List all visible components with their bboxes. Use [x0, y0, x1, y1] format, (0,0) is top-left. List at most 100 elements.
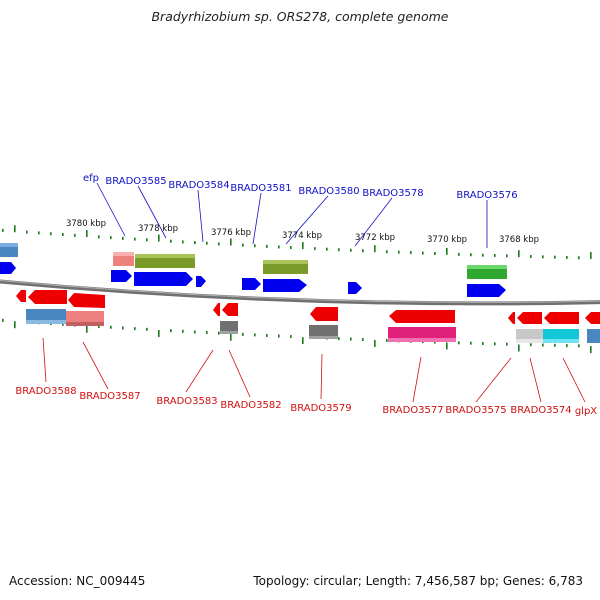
minor-tick: [122, 236, 124, 240]
minor-tick: [458, 341, 460, 345]
gene-label-brado3588: BRADO3588: [15, 386, 76, 397]
minor-tick: [182, 240, 184, 244]
minor-tick: [470, 341, 472, 345]
minor-tick: [2, 318, 4, 322]
minor-tick: [98, 235, 100, 239]
minor-tick: [170, 239, 172, 243]
minor-tick: [542, 255, 544, 259]
minor-tick: [542, 343, 544, 347]
tick-label: 3778 kbp: [138, 224, 178, 234]
gene-arrow: [508, 312, 515, 324]
page-title: Bradyrhizobium sp. ORS278, complete geno…: [151, 9, 449, 24]
major-tick: [230, 333, 232, 341]
minor-tick: [410, 251, 412, 255]
minor-tick: [434, 252, 436, 256]
minor-tick: [110, 236, 112, 240]
major-tick: [14, 225, 16, 233]
feature-box: [309, 325, 338, 339]
gene-arrow: [28, 290, 67, 304]
gene-arrow: [196, 276, 206, 287]
minor-tick: [62, 233, 64, 237]
tick-label: 3770 kbp: [427, 235, 467, 245]
minor-tick: [566, 255, 568, 259]
minor-tick: [338, 248, 340, 252]
tick-label: 3780 kbp: [66, 219, 106, 229]
minor-tick: [362, 338, 364, 342]
tick-label: 3772 kbp: [355, 233, 395, 243]
gene-arrow: [0, 262, 16, 274]
minor-tick: [110, 325, 112, 329]
minor-tick: [182, 329, 184, 333]
minor-tick: [494, 342, 496, 346]
gene-arrow: [134, 272, 193, 286]
minor-tick: [206, 331, 208, 335]
gene-arrow: [467, 284, 506, 297]
minor-tick: [578, 256, 580, 260]
minor-tick: [74, 233, 76, 237]
tick-label: 3774 kbp: [282, 231, 322, 241]
gene-label-brado3584: BRADO3584: [168, 180, 229, 191]
minor-tick: [398, 250, 400, 254]
minor-tick: [206, 241, 208, 245]
minor-tick: [278, 245, 280, 249]
gene-arrow: [310, 307, 338, 321]
gene-label-glpx: glpX: [575, 406, 597, 417]
gene-label-brado3580: BRADO3580: [298, 186, 359, 197]
minor-tick: [530, 343, 532, 347]
minor-tick: [482, 253, 484, 257]
major-tick: [518, 344, 520, 352]
minor-tick: [314, 247, 316, 251]
gene-label-brado3581: BRADO3581: [230, 183, 291, 194]
minor-tick: [386, 250, 388, 254]
features-bottom: [26, 309, 600, 343]
major-tick: [446, 342, 448, 350]
forward-genes: [0, 262, 506, 297]
gene-arrow: [213, 303, 220, 316]
gene-label-brado3574: BRADO3574: [510, 405, 571, 416]
minor-tick: [338, 337, 340, 341]
major-tick: [590, 346, 592, 354]
minor-tick: [506, 254, 508, 258]
minor-tick: [254, 244, 256, 248]
major-tick: [518, 250, 520, 258]
gene-arrow: [68, 293, 105, 308]
gene-arrow: [111, 270, 132, 282]
feature-box: [220, 321, 238, 334]
minor-tick: [422, 251, 424, 255]
minor-tick: [194, 241, 196, 245]
minor-tick: [254, 333, 256, 337]
minor-tick: [146, 327, 148, 331]
minor-tick: [278, 334, 280, 338]
tick-label: 3776 kbp: [211, 228, 251, 238]
minor-tick: [350, 248, 352, 252]
minor-tick: [578, 344, 580, 348]
gene-label-brado3576: BRADO3576: [456, 190, 517, 201]
feature-box: [587, 329, 600, 343]
tick-track-top: [2, 225, 592, 260]
minor-tick: [290, 335, 292, 339]
minor-tick: [494, 253, 496, 257]
major-tick: [230, 238, 232, 246]
accession-text: Accession: NC_009445: [9, 574, 146, 588]
minor-tick: [326, 247, 328, 251]
reverse-genes: [16, 290, 600, 324]
minor-tick: [134, 237, 136, 241]
major-tick: [302, 337, 304, 345]
major-tick: [590, 252, 592, 260]
minor-tick: [2, 228, 4, 232]
forward-labels: efp BRADO3585 BRADO3584 BRADO3581 BRADO3…: [83, 173, 518, 248]
minor-tick: [242, 332, 244, 336]
major-tick: [14, 321, 16, 329]
major-tick: [446, 247, 448, 255]
gene-arrow: [585, 312, 600, 324]
gene-arrow: [544, 312, 579, 324]
minor-tick: [50, 232, 52, 236]
gene-label-brado3582: BRADO3582: [220, 400, 281, 411]
minor-tick: [350, 337, 352, 341]
major-tick: [86, 230, 88, 238]
minor-tick: [242, 243, 244, 247]
gene-label-brado3583: BRADO3583: [156, 396, 217, 407]
gene-label-brado3579: BRADO3579: [290, 403, 351, 414]
minor-tick: [38, 231, 40, 235]
